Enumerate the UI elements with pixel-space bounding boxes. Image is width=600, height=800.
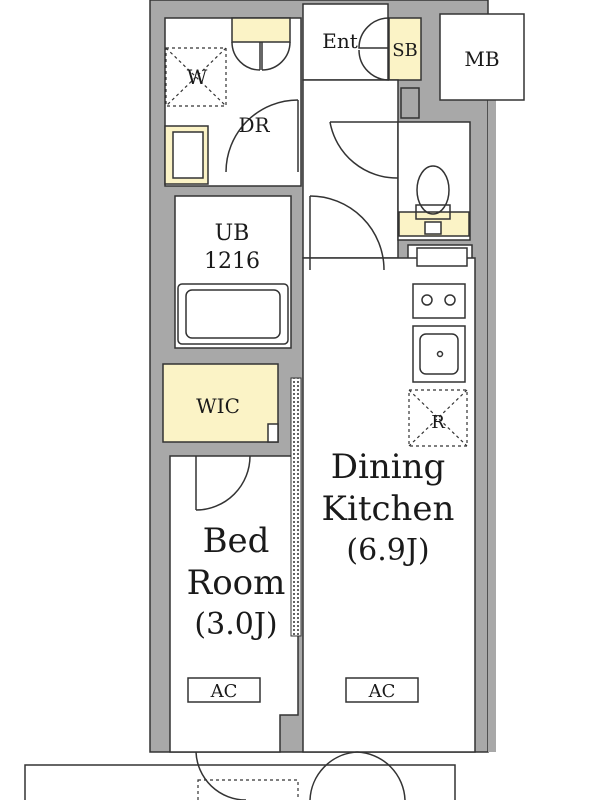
stove — [412, 283, 466, 319]
washer-space — [165, 47, 227, 107]
bed-room — [169, 455, 299, 753]
fridge-space — [408, 389, 468, 447]
room-label: Room — [187, 563, 286, 603]
unit-bath — [174, 195, 292, 349]
ub-size-label: 1216 — [204, 249, 260, 274]
ent-label: Ent — [322, 29, 358, 53]
bed-label: Bed — [203, 521, 270, 561]
kitchen-sink — [412, 325, 466, 383]
walk-in-closet — [162, 363, 279, 443]
ac-dining-label: AC — [368, 681, 396, 702]
upper-storage — [231, 17, 291, 43]
shoe-box — [388, 17, 422, 81]
kitchen-label: Kitchen — [322, 489, 455, 529]
ac-bed-label: AC — [210, 681, 238, 702]
ac-unit-bed — [187, 677, 261, 703]
ac-unit-dining — [345, 677, 419, 703]
meter-box — [439, 13, 525, 101]
rooms — [162, 3, 525, 753]
wic-label: WIC — [196, 394, 240, 418]
w-label: W — [187, 65, 208, 89]
toilet-window — [400, 87, 420, 119]
dining-label: Dining — [331, 447, 446, 487]
dr-label: DR — [238, 113, 270, 137]
sliding-partition — [290, 377, 302, 637]
bathtub — [177, 283, 289, 345]
hallway — [302, 79, 399, 259]
r-label: R — [431, 412, 445, 433]
mb-label: MB — [464, 47, 499, 71]
doors — [195, 17, 406, 800]
entrance-area — [302, 3, 389, 81]
toilet-fixture — [400, 87, 451, 235]
bed-size-label: (3.0J) — [194, 607, 277, 642]
balcony — [24, 764, 456, 800]
sb-label: SB — [392, 40, 418, 61]
dining-size-label: (6.9J) — [346, 533, 429, 568]
ub-label: UB — [215, 221, 250, 246]
dining-kitchen — [302, 257, 476, 753]
